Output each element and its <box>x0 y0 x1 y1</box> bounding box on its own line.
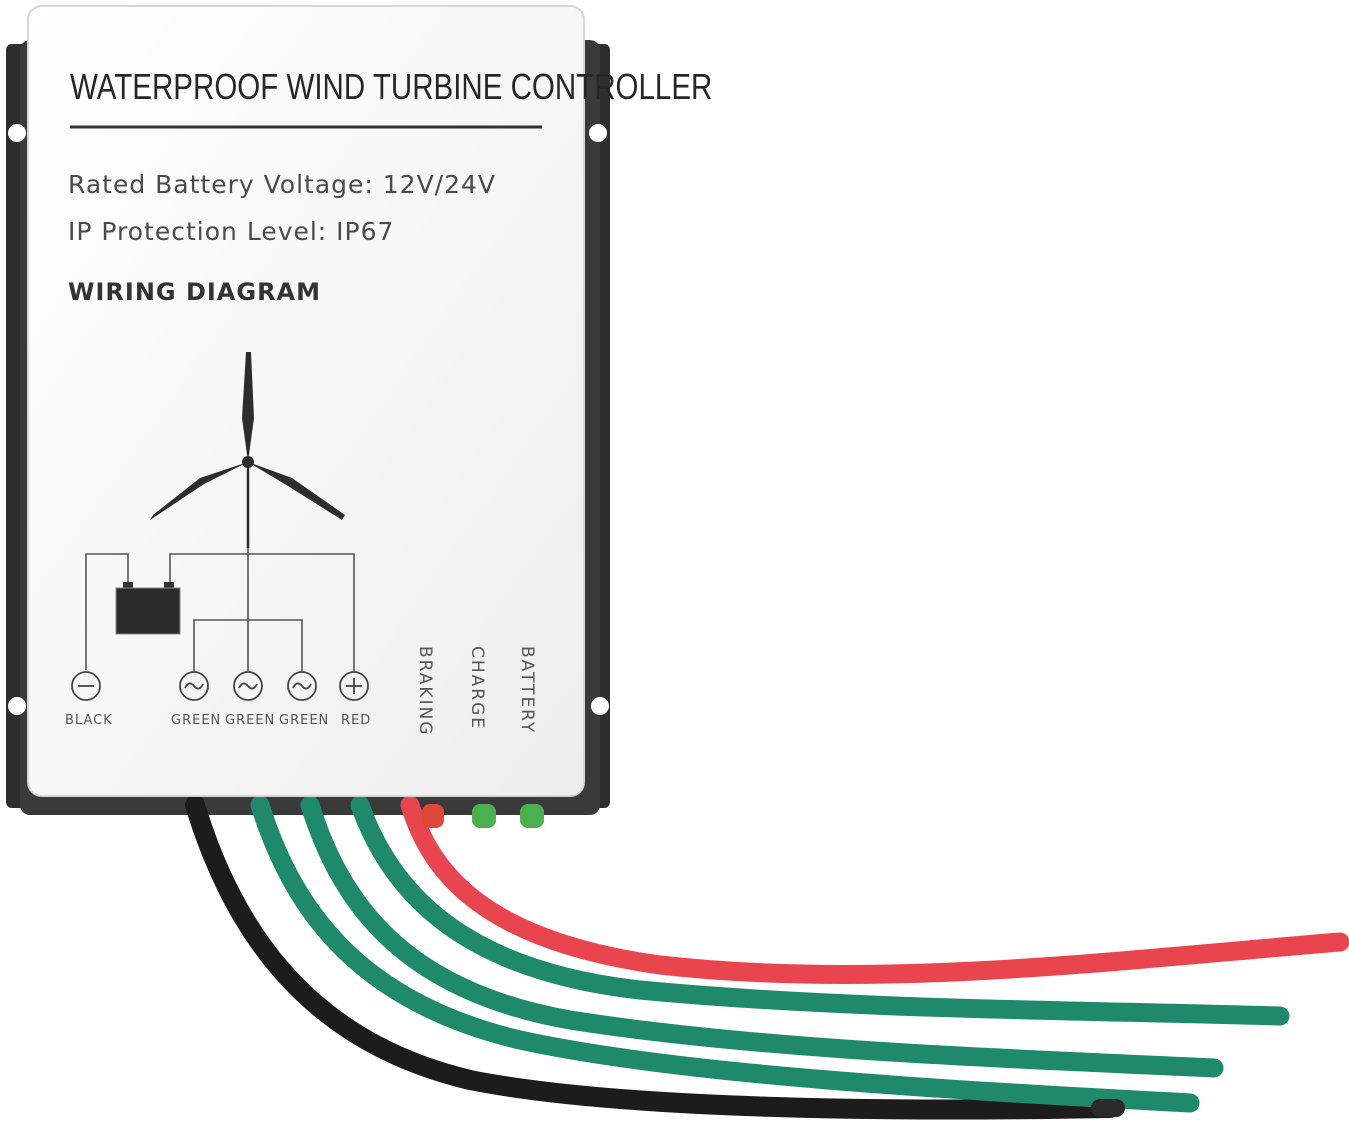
minus-icon <box>71 671 101 701</box>
wiring-diagram-heading: WIRING DIAGRAM <box>68 278 322 306</box>
wire-green <box>250 795 1200 1113</box>
terminal-label-black: BLACK <box>65 713 113 728</box>
led-indicators <box>422 804 544 828</box>
product-title: WATERPROOF WIND TURBINE CONTROLLER <box>70 66 713 107</box>
terminal-label-green: GREEN <box>225 713 276 728</box>
wind-turbine-icon <box>150 352 345 548</box>
wire-red <box>400 795 1349 985</box>
circuit-diagram <box>85 548 355 672</box>
indicator-label-charge: CHARGE <box>467 646 487 731</box>
mounting-hole-icon <box>8 124 26 142</box>
spec-ip-level: IP Protection Level: IP67 <box>68 217 395 246</box>
battery-icon <box>115 582 181 635</box>
plus-icon <box>339 671 369 701</box>
wire-black <box>185 795 1120 1120</box>
spec-battery-voltage: Rated Battery Voltage: 12V/24V <box>68 170 497 199</box>
terminal-label-green: GREEN <box>171 713 222 728</box>
tilde-icon <box>287 671 317 701</box>
tilde-icon <box>179 671 209 701</box>
wire-green <box>300 795 1224 1078</box>
mounting-hole-icon <box>589 124 607 142</box>
faceplate <box>27 5 585 797</box>
terminal-label-red: RED <box>341 713 372 728</box>
indicator-label-braking: BRAKING <box>415 646 435 737</box>
wire-green <box>350 795 1290 1026</box>
wire-bundle <box>185 795 1349 1120</box>
mounting-hole-icon <box>8 697 26 715</box>
mounting-hole-icon <box>591 697 609 715</box>
indicator-label-battery: BATTERY <box>517 646 537 735</box>
tilde-icon <box>233 671 263 701</box>
terminal-label-green: GREEN <box>279 713 330 728</box>
